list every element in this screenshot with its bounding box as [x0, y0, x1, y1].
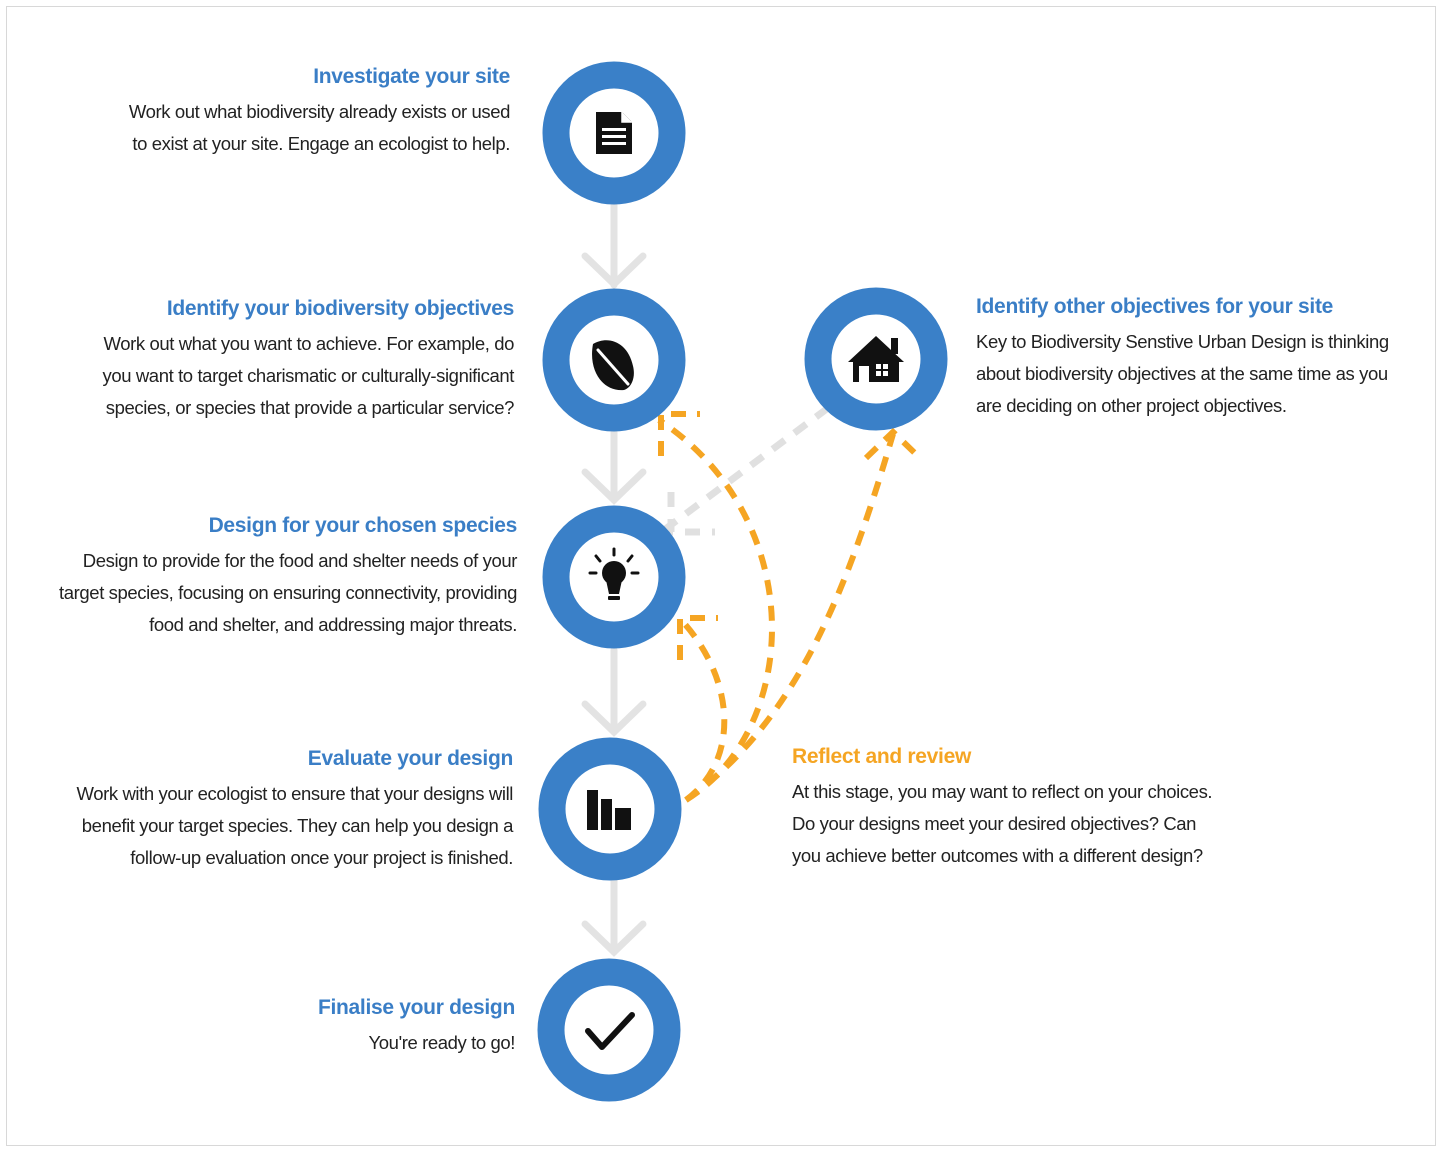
step-circle-1	[542, 61, 686, 205]
side-step-circle	[804, 287, 948, 431]
step-circle-4	[538, 737, 682, 881]
side-step-other-objectives: Identify other objectives for your site …	[976, 292, 1389, 422]
step-circle-3	[542, 505, 686, 649]
reflect-review: Reflect and review At this stage, you ma…	[792, 742, 1213, 872]
step-title: Finalise your design	[317, 996, 515, 1019]
step-title: Evaluate your design	[307, 747, 514, 770]
flow-arrowhead-3	[581, 700, 647, 737]
flow-arrowhead-4	[581, 920, 647, 957]
house-icon	[848, 336, 904, 382]
step-circle-2	[542, 288, 686, 432]
page-frame	[6, 6, 1436, 1146]
step-evaluate: Evaluate your design Work with your ecol…	[77, 744, 514, 874]
feedback-arrow-to-design	[680, 619, 728, 803]
document-icon	[596, 112, 632, 154]
step-design: Design for your chosen species Design to…	[59, 511, 517, 641]
step-description: Design to provide for the food and shelt…	[59, 550, 517, 635]
side-step-description: Key to Biodiversity Senstive Urban Desig…	[976, 331, 1389, 416]
lightbulb-icon	[588, 547, 640, 600]
checkmark-icon	[585, 1012, 635, 1050]
step-finalise: Finalise your design You're ready to go!	[318, 993, 515, 1059]
leaf-icon	[592, 340, 634, 391]
bar-chart-icon	[587, 790, 631, 830]
flow-arrowhead-2	[581, 468, 647, 505]
feedback-arrows	[657, 411, 923, 803]
flow-connectors	[581, 201, 647, 957]
step-title: Investigate your site	[313, 65, 510, 88]
step-title: Design for your chosen species	[208, 514, 518, 537]
step-title: Identify your biodiversity objectives	[166, 297, 514, 320]
side-connector	[661, 405, 831, 536]
step-description: Work out what biodiversity already exist…	[128, 101, 510, 154]
step-description: You're ready to go!	[368, 1032, 516, 1053]
reflect-description: At this stage, you may want to reflect o…	[792, 781, 1213, 866]
step-circle-5	[537, 958, 681, 1102]
reflect-title: Reflect and review	[792, 745, 972, 768]
step-investigate: Investigate your site Work out what biod…	[129, 62, 510, 160]
side-step-title: Identify other objectives for your site	[976, 295, 1334, 318]
step-description: Work out what you want to achieve. For e…	[102, 333, 514, 418]
flow-arrowhead-1	[581, 252, 647, 289]
step-identify-biodiversity: Identify your biodiversity objectives Wo…	[102, 294, 514, 424]
step-description: Work with your ecologist to ensure that …	[76, 783, 514, 868]
feedback-arrow-to-other-objectives	[684, 433, 896, 803]
